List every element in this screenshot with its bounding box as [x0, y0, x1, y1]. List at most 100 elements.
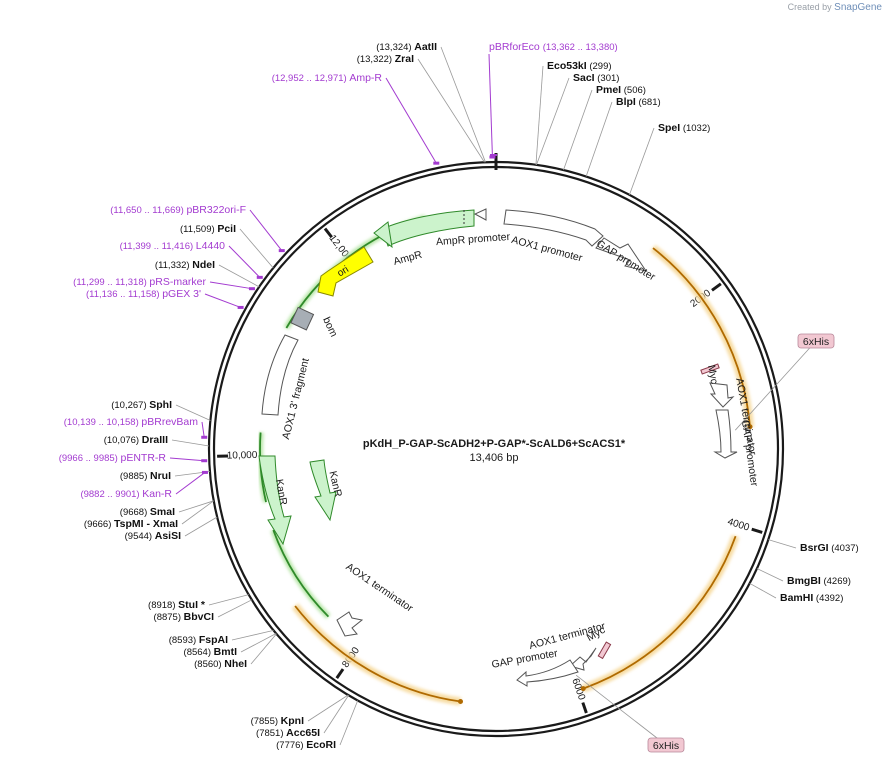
primer-label[interactable]: (11,650 .. 11,669) pBR322ori-F: [110, 204, 246, 216]
primer-leader: [385, 77, 437, 164]
site-label[interactable]: SacI (301): [573, 72, 619, 84]
ampr-promoter-label: AmpR promoter: [436, 231, 511, 248]
site-label[interactable]: BlpI (681): [616, 96, 661, 108]
site-label[interactable]: BamHI (4392): [780, 592, 843, 604]
site-label[interactable]: (7851) Acc65I: [256, 727, 320, 739]
primer-label[interactable]: pBRforEco (13,362 .. 13,380): [489, 41, 618, 53]
site-position: (9666): [84, 519, 114, 530]
site-leader: [208, 594, 249, 606]
site-name: SacI: [573, 72, 595, 84]
site-label[interactable]: SpeI (1032): [658, 122, 710, 134]
aox1-promoter-shape[interactable]: [503, 209, 604, 247]
site-label[interactable]: BsrGI (4037): [800, 542, 859, 554]
ruler-tick: [751, 527, 763, 534]
primer-leader: [204, 293, 241, 308]
site-and-primer-labels: (13,324) AatII(13,322) ZraI Eco53kI (299)…: [59, 41, 859, 753]
created-by-label: Created by: [787, 2, 832, 12]
site-label[interactable]: Eco53kI (299): [547, 60, 612, 72]
site-label[interactable]: (9885) NruI: [120, 470, 171, 482]
site-label[interactable]: (11,509) PciI: [180, 223, 236, 235]
site-leader: [339, 700, 359, 746]
site-label[interactable]: (8918) StuI *: [148, 599, 206, 611]
gap-promoter-2-shape[interactable]: [713, 409, 738, 459]
aox1-3-fragment-shape[interactable]: [261, 334, 299, 416]
site-label[interactable]: (8875) BbvCI: [154, 611, 215, 623]
site-label[interactable]: (13,322) ZraI: [357, 53, 414, 65]
site-label[interactable]: (9544) AsiSI: [125, 530, 181, 542]
primer-range: (12,952 .. 12,971): [272, 73, 350, 84]
tag-box[interactable]: [647, 737, 685, 753]
tag-leader: [734, 340, 817, 431]
cds-arc[interactable]: [582, 535, 737, 690]
site-position: (8593): [169, 635, 199, 646]
tag-label: 6xHis: [653, 740, 679, 752]
site-label[interactable]: (7776) EcoRI: [276, 739, 336, 751]
site-position: (4392): [813, 593, 843, 604]
site-name: NheI: [224, 658, 247, 670]
site-leader: [585, 101, 613, 177]
kanr-1-shape[interactable]: [258, 455, 292, 546]
primer-leader: [249, 209, 283, 251]
site-position: (7855): [251, 716, 281, 727]
primer-label[interactable]: (11,136 .. 11,158) pGEX 3': [86, 288, 201, 300]
aox1-promoter-label: AOX1 promoter: [510, 234, 584, 265]
ampr-shape[interactable]: [381, 209, 475, 247]
site-label[interactable]: (9668) SmaI: [120, 506, 175, 518]
primer-label[interactable]: (11,299 .. 11,318) pRS-marker: [73, 276, 206, 288]
kanr-2-shape[interactable]: [309, 459, 337, 522]
plasmid-name: pKdH_P-GAP-ScADH2+P-GAP*-ScALD6+ScACS1*: [363, 438, 626, 450]
resistance-arc[interactable]: [272, 529, 330, 618]
site-position: (7851): [256, 728, 286, 739]
site-position: (301): [595, 73, 620, 84]
tag-box[interactable]: [797, 333, 835, 349]
cds-arc[interactable]: [294, 605, 461, 703]
site-label[interactable]: (9666) TspMI - XmaI: [84, 518, 178, 530]
site-label[interactable]: (8564) BmtI: [184, 646, 238, 658]
site-label[interactable]: (11,332) NdeI: [155, 259, 215, 271]
site-label[interactable]: (10,267) SphI: [111, 399, 172, 411]
primer-label[interactable]: (11,399 .. 11,416) L4440: [120, 240, 226, 252]
myc-2-shape[interactable]: [597, 641, 612, 660]
primer-leader: [209, 281, 253, 290]
kanr-2-label: KanR: [326, 470, 344, 499]
site-name: SmaI: [150, 506, 175, 518]
snapgene-brand: Created by SnapGene: [788, 2, 882, 13]
primer-leader: [201, 421, 205, 438]
site-name: SpeI: [658, 122, 680, 134]
myc-1-label: Myc: [705, 364, 720, 385]
bom-shape[interactable]: [290, 306, 315, 331]
site-label[interactable]: (13,324) AatII: [376, 41, 437, 53]
aox1-terminator-1-shape[interactable]: [709, 382, 735, 408]
site-name: EcoRI: [306, 739, 336, 751]
site-label[interactable]: (7855) KpnI: [251, 715, 305, 727]
site-label[interactable]: (8560) NheI: [194, 658, 247, 670]
site-label[interactable]: (8593) FspAI: [169, 634, 228, 646]
myc-1-shape[interactable]: [700, 363, 720, 375]
primer-mark: [278, 249, 285, 253]
site-label[interactable]: BmgBI (4269): [787, 575, 851, 587]
ampr-promoter-shape[interactable]: [473, 208, 487, 221]
ori-shape[interactable]: [317, 246, 374, 297]
primer-label[interactable]: (9966 .. 9985) pENTR-R: [59, 452, 167, 464]
primer-name: pRS-marker: [149, 276, 206, 288]
primer-label[interactable]: (12,952 .. 12,971) Amp-R: [272, 72, 383, 84]
primer-label[interactable]: (9882 .. 9901) Kan-R: [80, 488, 172, 500]
primer-range: (10,139 .. 10,158): [64, 417, 142, 428]
site-position: (4269): [821, 576, 851, 587]
gap-promoter-3-label: GAP promoter: [491, 647, 559, 671]
cds-highlight: [291, 603, 462, 706]
site-label[interactable]: (10,076) DraIII: [104, 434, 168, 446]
site-label[interactable]: PmeI (506): [596, 84, 646, 96]
aox1-terminator-3-shape[interactable]: [336, 611, 364, 637]
primer-name: pBR322ori-F: [186, 204, 246, 216]
primer-mark: [256, 275, 263, 279]
gap-promoter-3-shape[interactable]: [516, 659, 579, 687]
primer-label[interactable]: (10,139 .. 10,158) pBRrevBam: [64, 416, 198, 428]
gap-promoter-1-shape[interactable]: [595, 237, 648, 272]
cds-arc[interactable]: [652, 247, 751, 427]
site-name: PmeI: [596, 84, 621, 96]
aox1-terminator-2-shape[interactable]: [568, 647, 597, 671]
site-leader: [323, 695, 349, 734]
site-position: (9544): [125, 531, 155, 542]
